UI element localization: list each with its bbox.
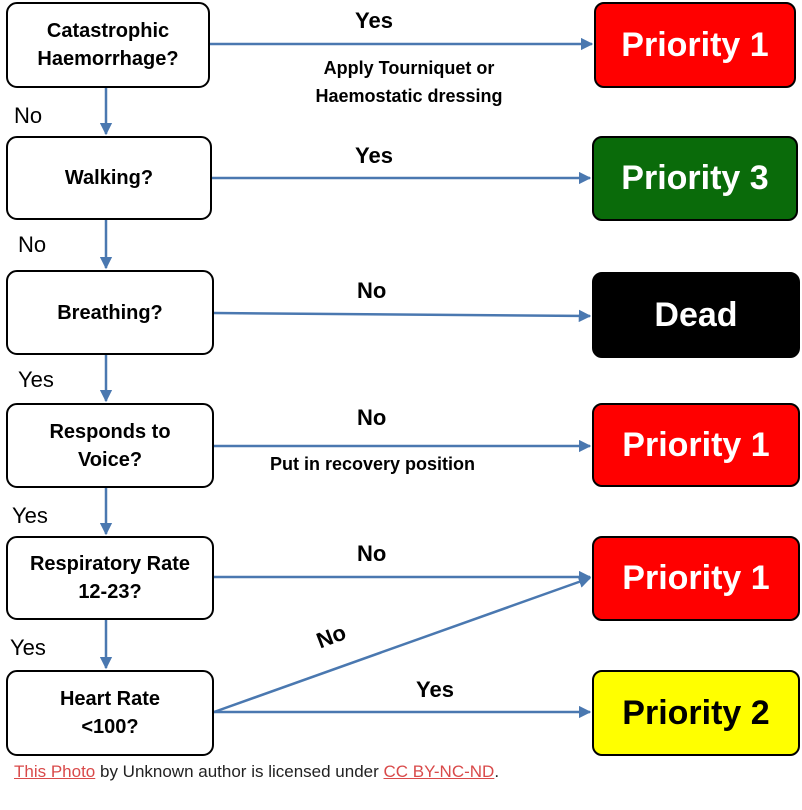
question-text: Voice? [77,448,143,471]
question-text: Respiratory Rate [29,553,191,575]
outcome-label: Priority 1 [621,25,769,64]
question-text: Breathing? [57,301,163,324]
note-text: Haemostatic dressing [315,86,503,106]
edge-label-yes: Yes [355,143,393,168]
note-text: Apply Tourniquet or [323,58,495,78]
outcome-priority-1: Priority 1 [592,536,800,621]
outcome-label: Dead [654,295,738,334]
outcome-priority-2: Priority 2 [592,670,800,756]
note-tourniquet: Apply Tourniquet or Haemostatic dressing [296,54,522,110]
license-link[interactable]: CC BY-NC-ND [383,762,495,781]
outcome-label: Priority 1 [622,559,770,597]
credit-text: by Unknown author is licensed under [95,762,384,781]
question-breathing: Breathing? [6,270,214,355]
note-recovery-position: Put in recovery position [270,454,476,474]
question-heart-rate: Heart Rate <100? [6,670,214,756]
edge-label-no: No [14,103,43,128]
outcome-priority-1: Priority 1 [594,2,796,88]
question-text: Catastrophic [46,20,170,42]
outcome-priority-3: Priority 3 [592,136,798,221]
edge-label-no: No [357,541,387,566]
edge-label-yes: Yes [12,503,48,528]
photo-link[interactable]: This Photo [14,762,96,781]
question-text: <100? [81,716,139,738]
arrow-q3-no [213,309,592,323]
edge-label-no: No [18,232,47,257]
outcome-label: Priority 3 [621,159,769,197]
question-walking: Walking? [6,136,212,220]
arrow-q6-no [213,575,592,714]
outcome-dead: Dead [592,272,800,358]
outcome-priority-1: Priority 1 [592,403,800,487]
question-text: Walking? [64,167,154,189]
question-text: Haemorrhage? [37,48,179,70]
outcome-label: Priority 2 [622,693,770,732]
image-credit: This Photo by Unknown author is licensed… [14,762,499,782]
edge-label-no: No [357,405,387,430]
edge-label-yes: Yes [10,635,46,660]
outcome-label: Priority 1 [622,425,770,464]
edge-label-yes: Yes [18,367,54,392]
credit-text: . [494,762,500,781]
question-text: Responds to [49,420,171,443]
edge-label-yes: Yes [355,8,393,33]
question-text: 12-23? [78,581,142,603]
question-text: Heart Rate [59,688,161,710]
edge-label-yes: Yes [416,677,454,702]
question-responds-to-voice: Responds to Voice? [6,403,214,488]
edge-label-no: No [357,278,387,303]
question-respiratory-rate: Respiratory Rate 12-23? [6,536,214,620]
